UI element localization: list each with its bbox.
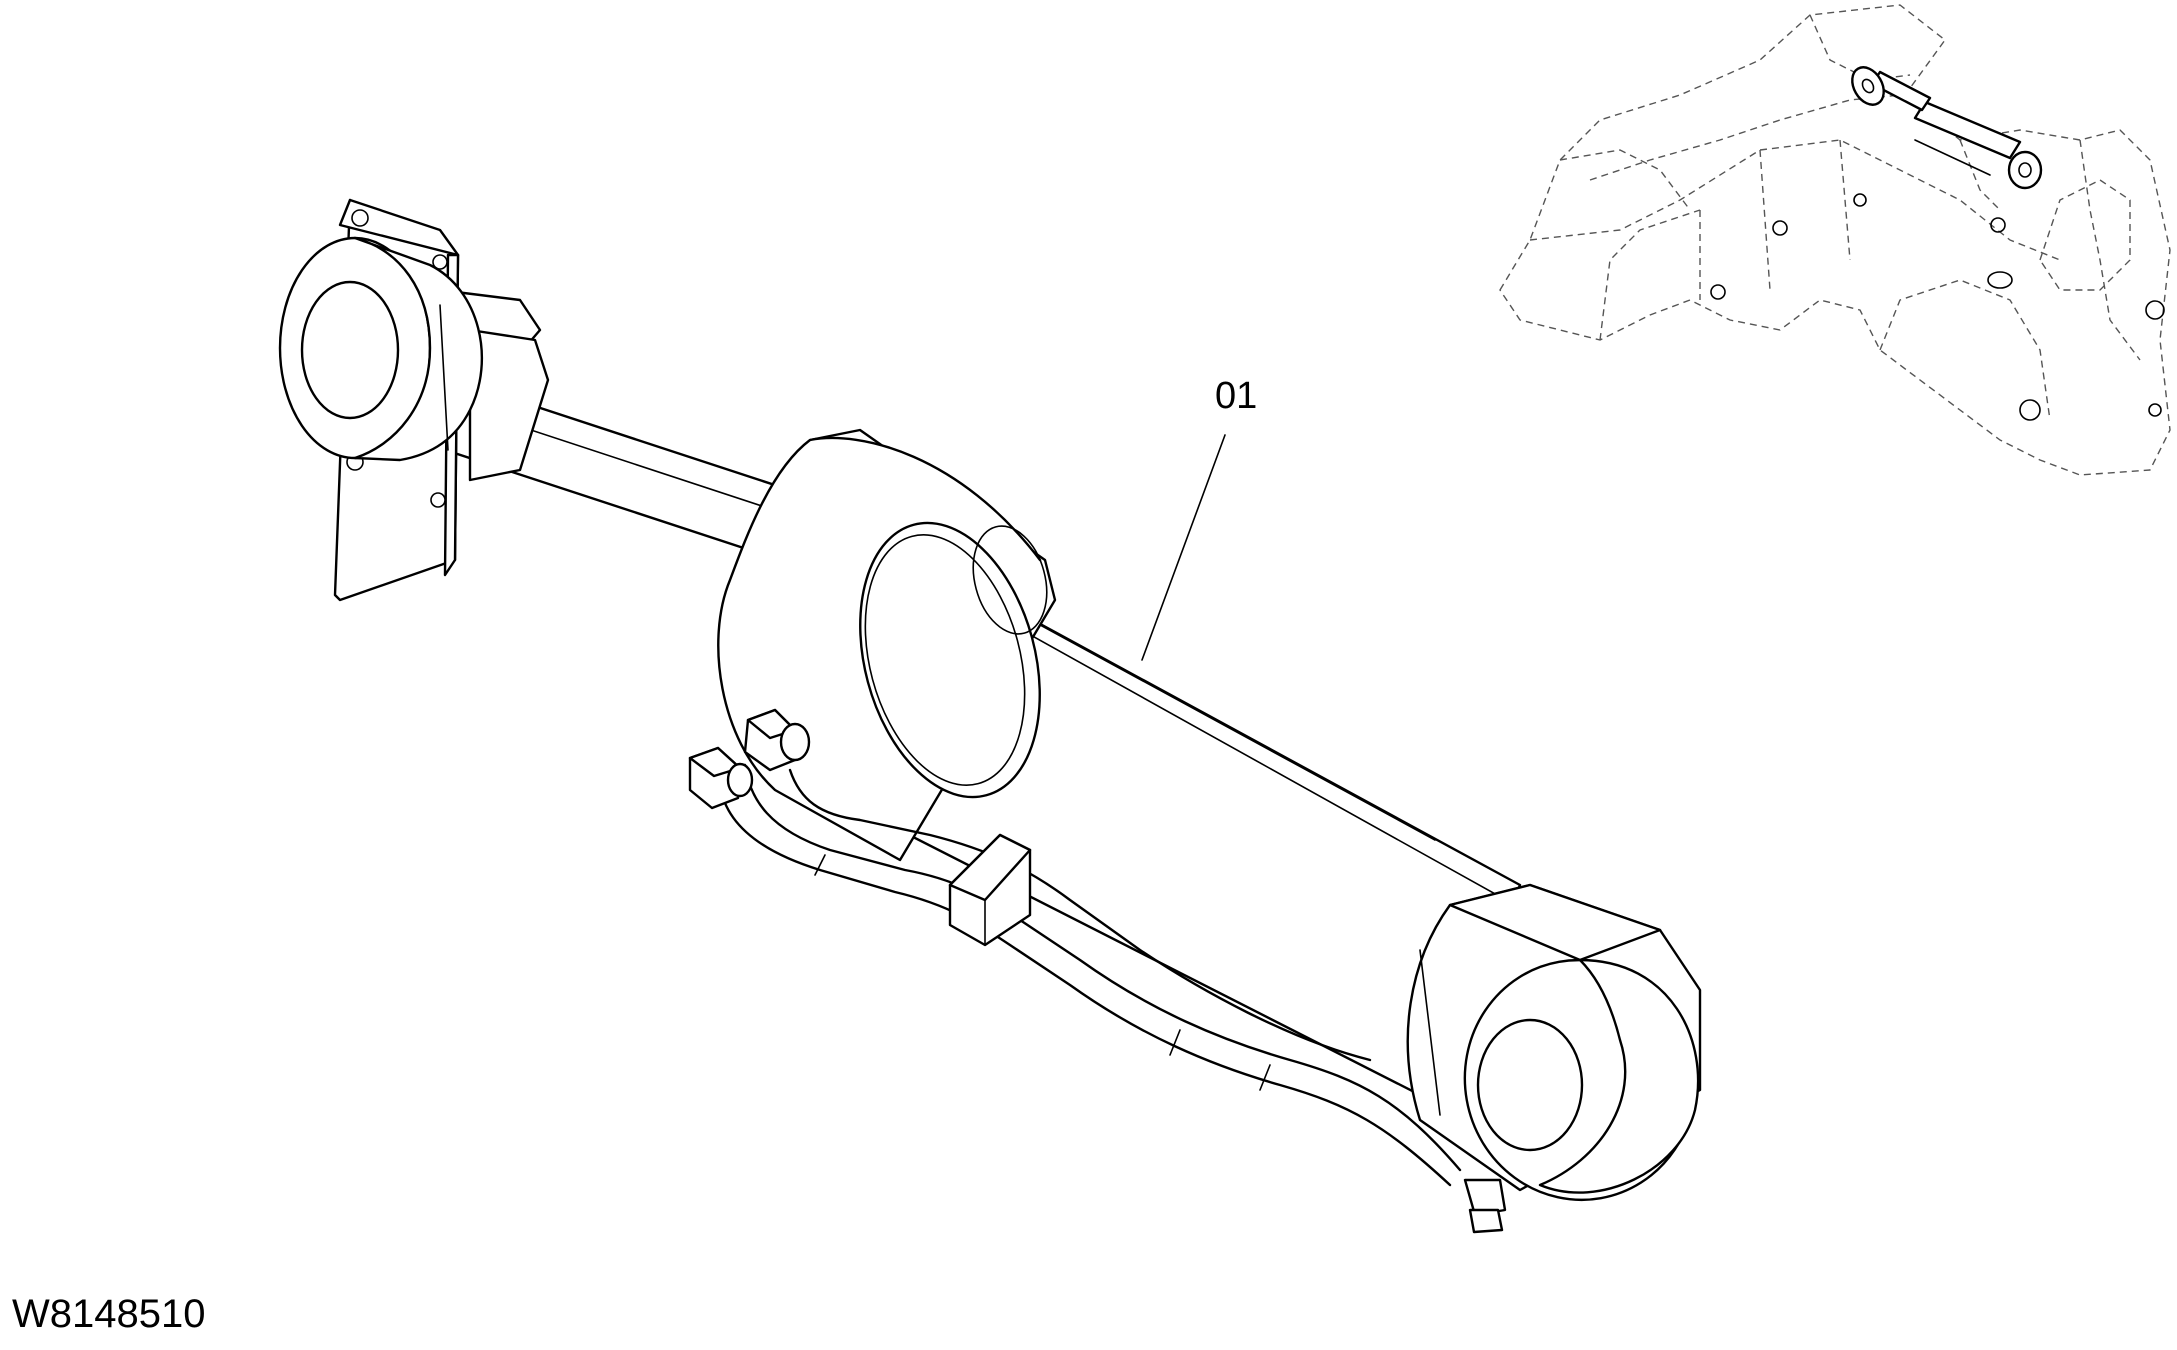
callout-label-01: 01	[1215, 375, 1257, 417]
rod-end-eye	[278, 198, 550, 602]
inset-cylinder-highlight	[1851, 66, 2043, 190]
hydraulic-cylinder	[278, 198, 1702, 1234]
port-fittings	[688, 708, 811, 810]
locator-inset	[1499, 4, 2171, 476]
drawing-number: W8148510	[12, 1292, 205, 1336]
callout-leader-01	[1141, 434, 1226, 661]
hydraulic-hose	[718, 763, 1462, 1187]
cylinder-barrel	[717, 428, 1702, 1234]
